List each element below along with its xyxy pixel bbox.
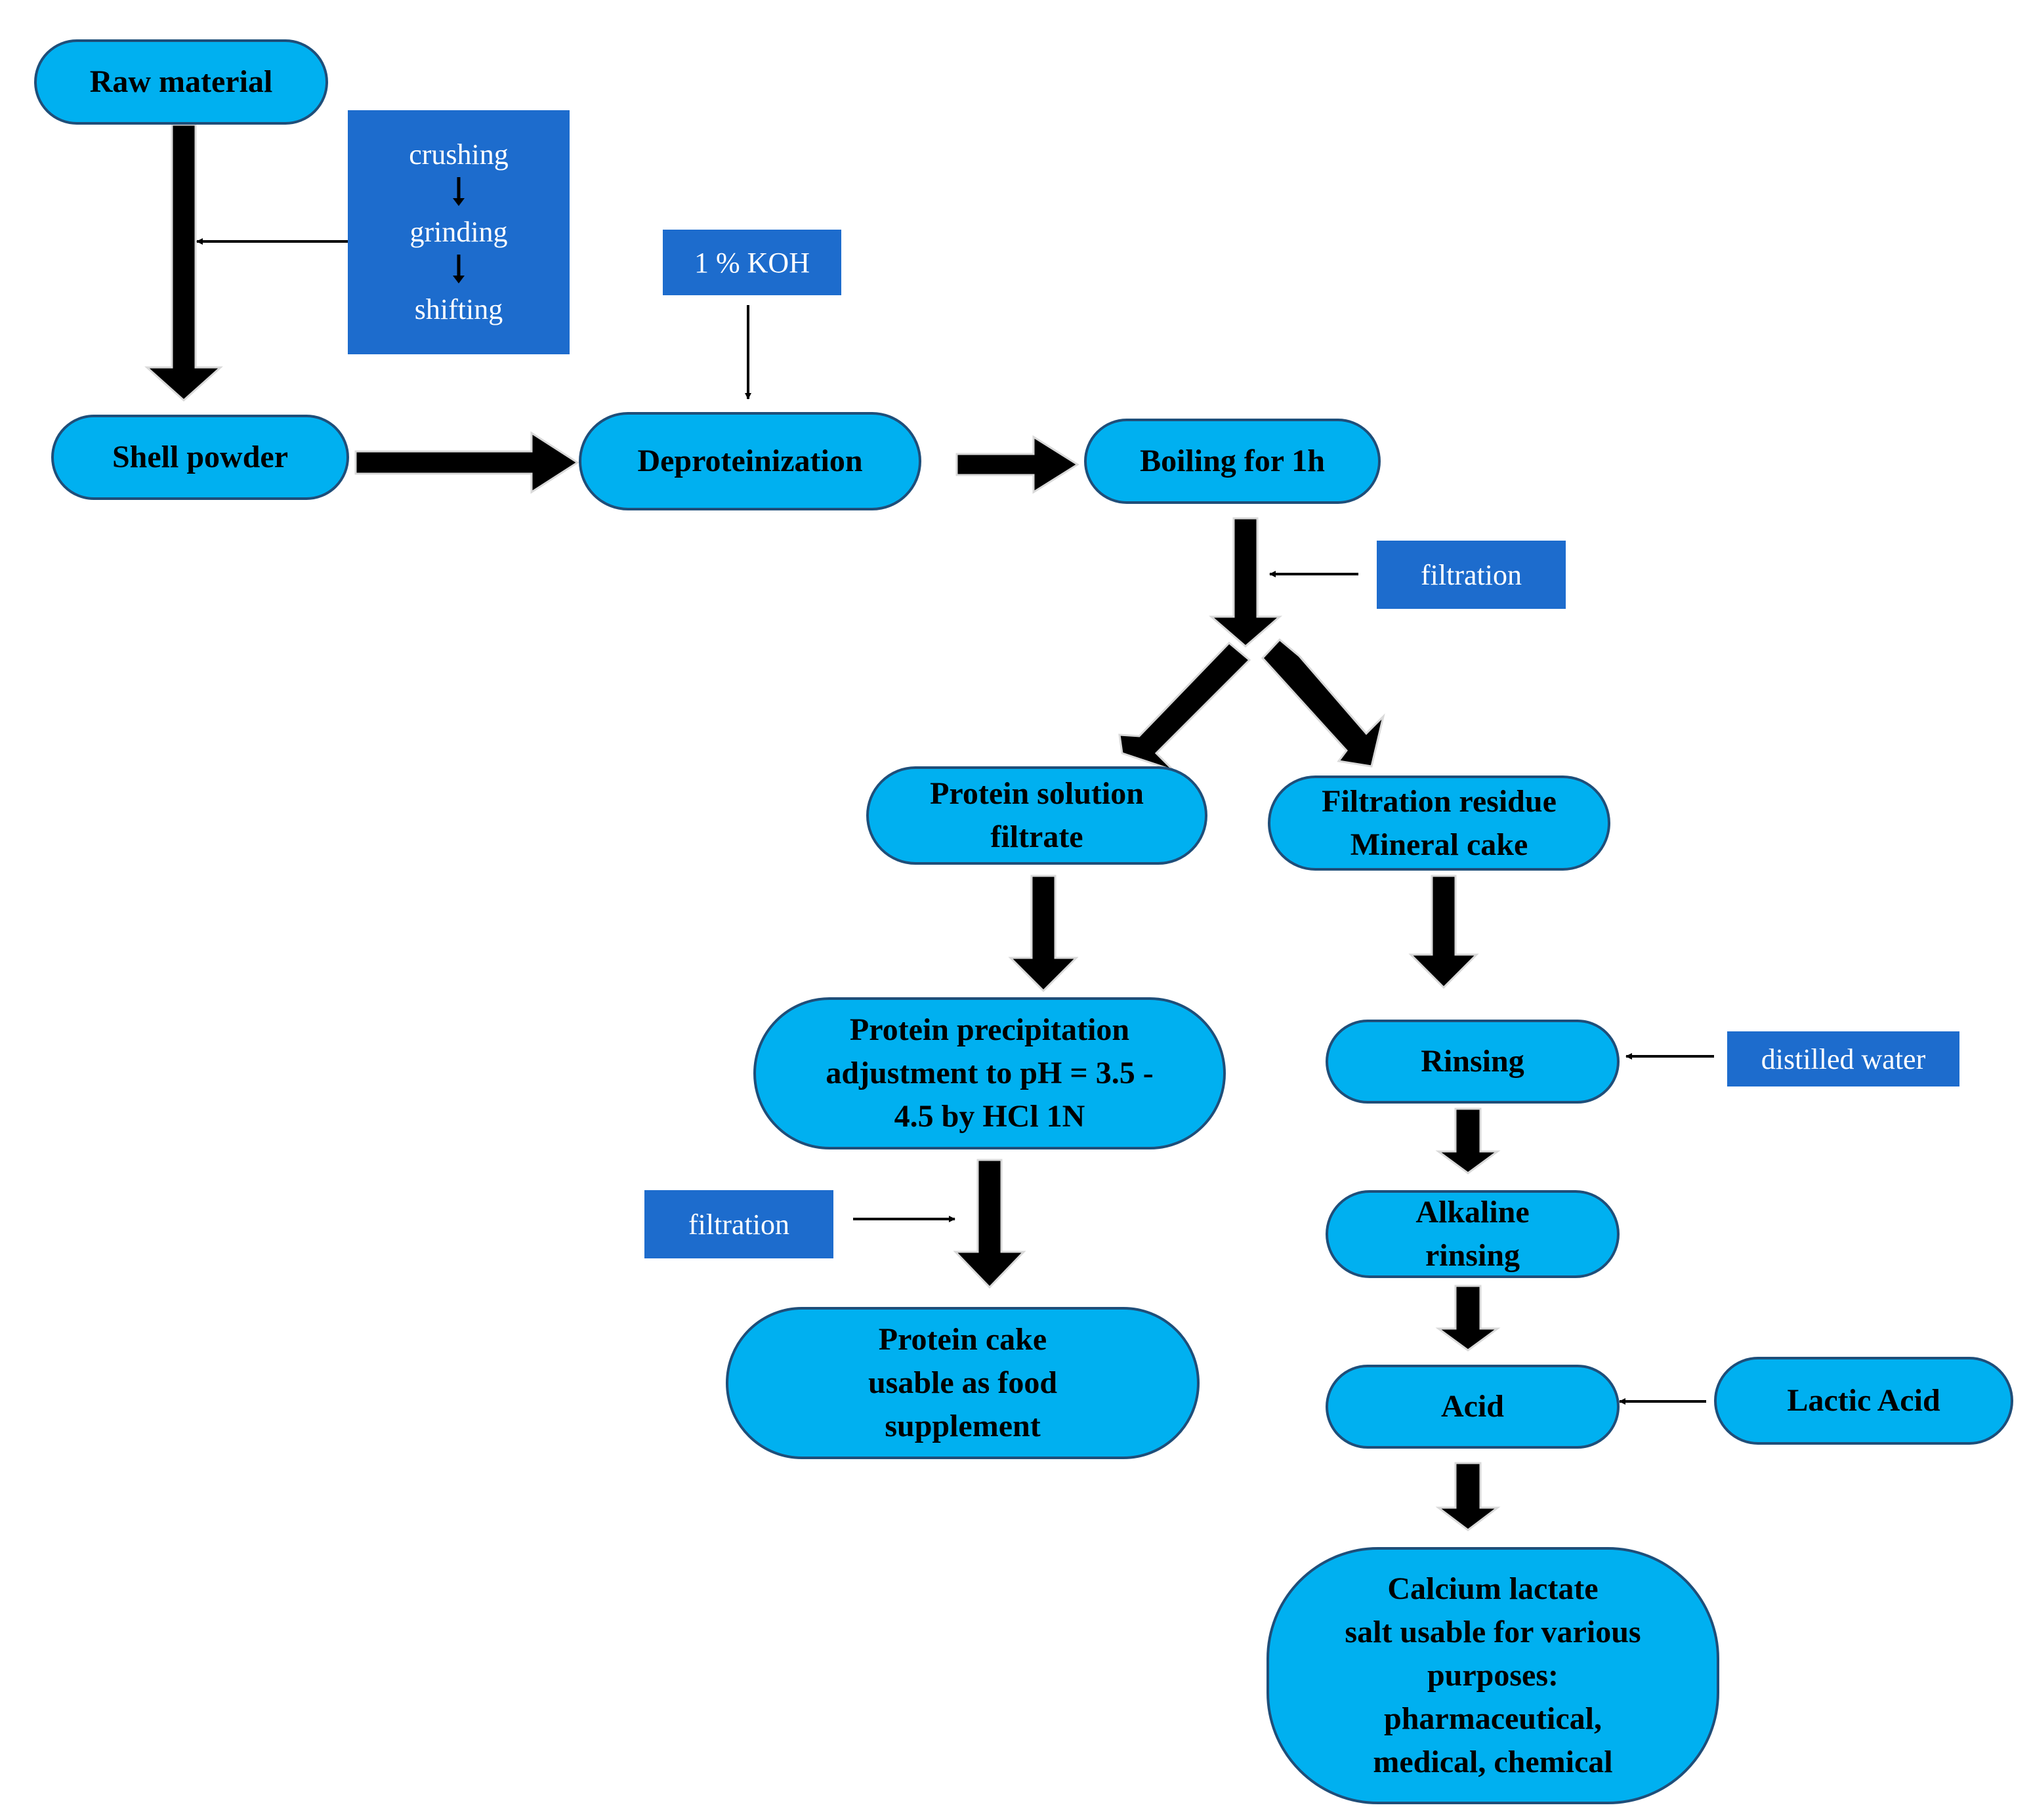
arrow-alkaline-to-acid xyxy=(1435,1285,1501,1352)
node-deproteinization: Deproteinization xyxy=(579,412,921,510)
arrow-residue-down xyxy=(1408,875,1479,989)
node-boiling: Boiling for 1h xyxy=(1084,419,1381,504)
step-arrow-1 xyxy=(348,176,570,209)
node-filtration-residue-line-2: Mineral cake xyxy=(1350,827,1528,862)
node-alkaline-rinsing-line-1: Alkaline xyxy=(1415,1195,1530,1230)
node-protein-precipitation: Protein precipitation adjustment to pH =… xyxy=(753,997,1226,1149)
arrow-deprot-to-boiling xyxy=(955,435,1079,494)
node-rinsing-label: Rinsing xyxy=(1421,1044,1524,1079)
node-protein-cake-line-3: supplement xyxy=(885,1409,1041,1443)
node-calcium-lactate-line-3: purposes: xyxy=(1427,1658,1559,1693)
arrow-rinsing-to-alkaline xyxy=(1435,1107,1501,1174)
node-rinsing: Rinsing xyxy=(1326,1020,1620,1104)
node-raw-material-label: Raw material xyxy=(89,64,273,99)
node-shell-powder-label: Shell powder xyxy=(112,440,289,474)
arrow-to-protein-solution xyxy=(1118,641,1251,772)
arrow-raw-to-shell xyxy=(144,123,223,402)
node-acid: Acid xyxy=(1326,1365,1620,1449)
box-filtration-2-label: filtration xyxy=(688,1208,789,1241)
node-protein-precipitation-line-1: Protein precipitation xyxy=(849,1012,1130,1047)
node-calcium-lactate-line-1: Calcium lactate xyxy=(1387,1571,1599,1606)
node-boiling-label: Boiling for 1h xyxy=(1140,444,1325,478)
step-arrow-2 xyxy=(348,253,570,286)
node-raw-material: Raw material xyxy=(34,39,328,125)
box-filtration-1-label: filtration xyxy=(1421,558,1522,591)
node-deproteinization-label: Deproteinization xyxy=(637,444,863,478)
node-protein-precipitation-line-2: adjustment to pH = 3.5 - xyxy=(826,1056,1154,1090)
step-crushing: crushing xyxy=(409,138,509,171)
node-protein-cake-line-2: usable as food xyxy=(868,1365,1058,1400)
node-calcium-lactate-line-2: salt usable for various xyxy=(1345,1615,1641,1649)
node-protein-precipitation-line-3: 4.5 by HCl 1N xyxy=(894,1099,1085,1134)
box-distilled-water-label: distilled water xyxy=(1761,1043,1926,1075)
box-preparation-steps: crushing grinding shifting xyxy=(348,110,570,354)
node-filtration-residue-line-1: Filtration residue xyxy=(1322,783,1557,819)
node-protein-solution: Protein solution filtrate xyxy=(866,766,1207,865)
box-distilled-water: distilled water xyxy=(1727,1031,1959,1086)
node-protein-solution-line-1: Protein solution xyxy=(930,776,1144,811)
box-koh-label: 1 % KOH xyxy=(694,246,810,279)
node-alkaline-rinsing: Alkaline rinsing xyxy=(1326,1190,1620,1278)
box-filtration-1: filtration xyxy=(1377,541,1566,609)
arrow-precipitation-to-cake xyxy=(953,1159,1026,1289)
arrow-shell-to-deprot xyxy=(354,431,579,494)
node-calcium-lactate-line-4: pharmaceutical, xyxy=(1384,1701,1602,1736)
node-filtration-residue: Filtration residue Mineral cake xyxy=(1268,776,1610,871)
box-koh: 1 % KOH xyxy=(663,230,841,295)
arrow-acid-to-calcium xyxy=(1435,1462,1501,1531)
node-lactic-acid: Lactic Acid xyxy=(1714,1357,2013,1445)
node-protein-cake-line-1: Protein cake xyxy=(878,1322,1047,1357)
box-filtration-2: filtration xyxy=(644,1190,833,1258)
node-protein-solution-line-2: filtrate xyxy=(990,819,1083,854)
node-shell-powder: Shell powder xyxy=(51,415,349,500)
node-protein-cake: Protein cake usable as food supplement xyxy=(726,1307,1200,1459)
node-calcium-lactate: Calcium lactate salt usable for various … xyxy=(1267,1547,1719,1804)
arrow-to-filtration-residue xyxy=(1261,638,1385,768)
node-calcium-lactate-line-5: medical, chemical xyxy=(1373,1745,1613,1779)
arrow-protein-solution-down xyxy=(1008,875,1079,993)
node-acid-label: Acid xyxy=(1441,1389,1504,1424)
step-shifting: shifting xyxy=(414,293,503,325)
step-grinding: grinding xyxy=(409,216,508,248)
arrow-boiling-down xyxy=(1208,517,1283,648)
node-alkaline-rinsing-line-2: rinsing xyxy=(1425,1238,1520,1273)
node-lactic-acid-label: Lactic Acid xyxy=(1787,1383,1940,1418)
